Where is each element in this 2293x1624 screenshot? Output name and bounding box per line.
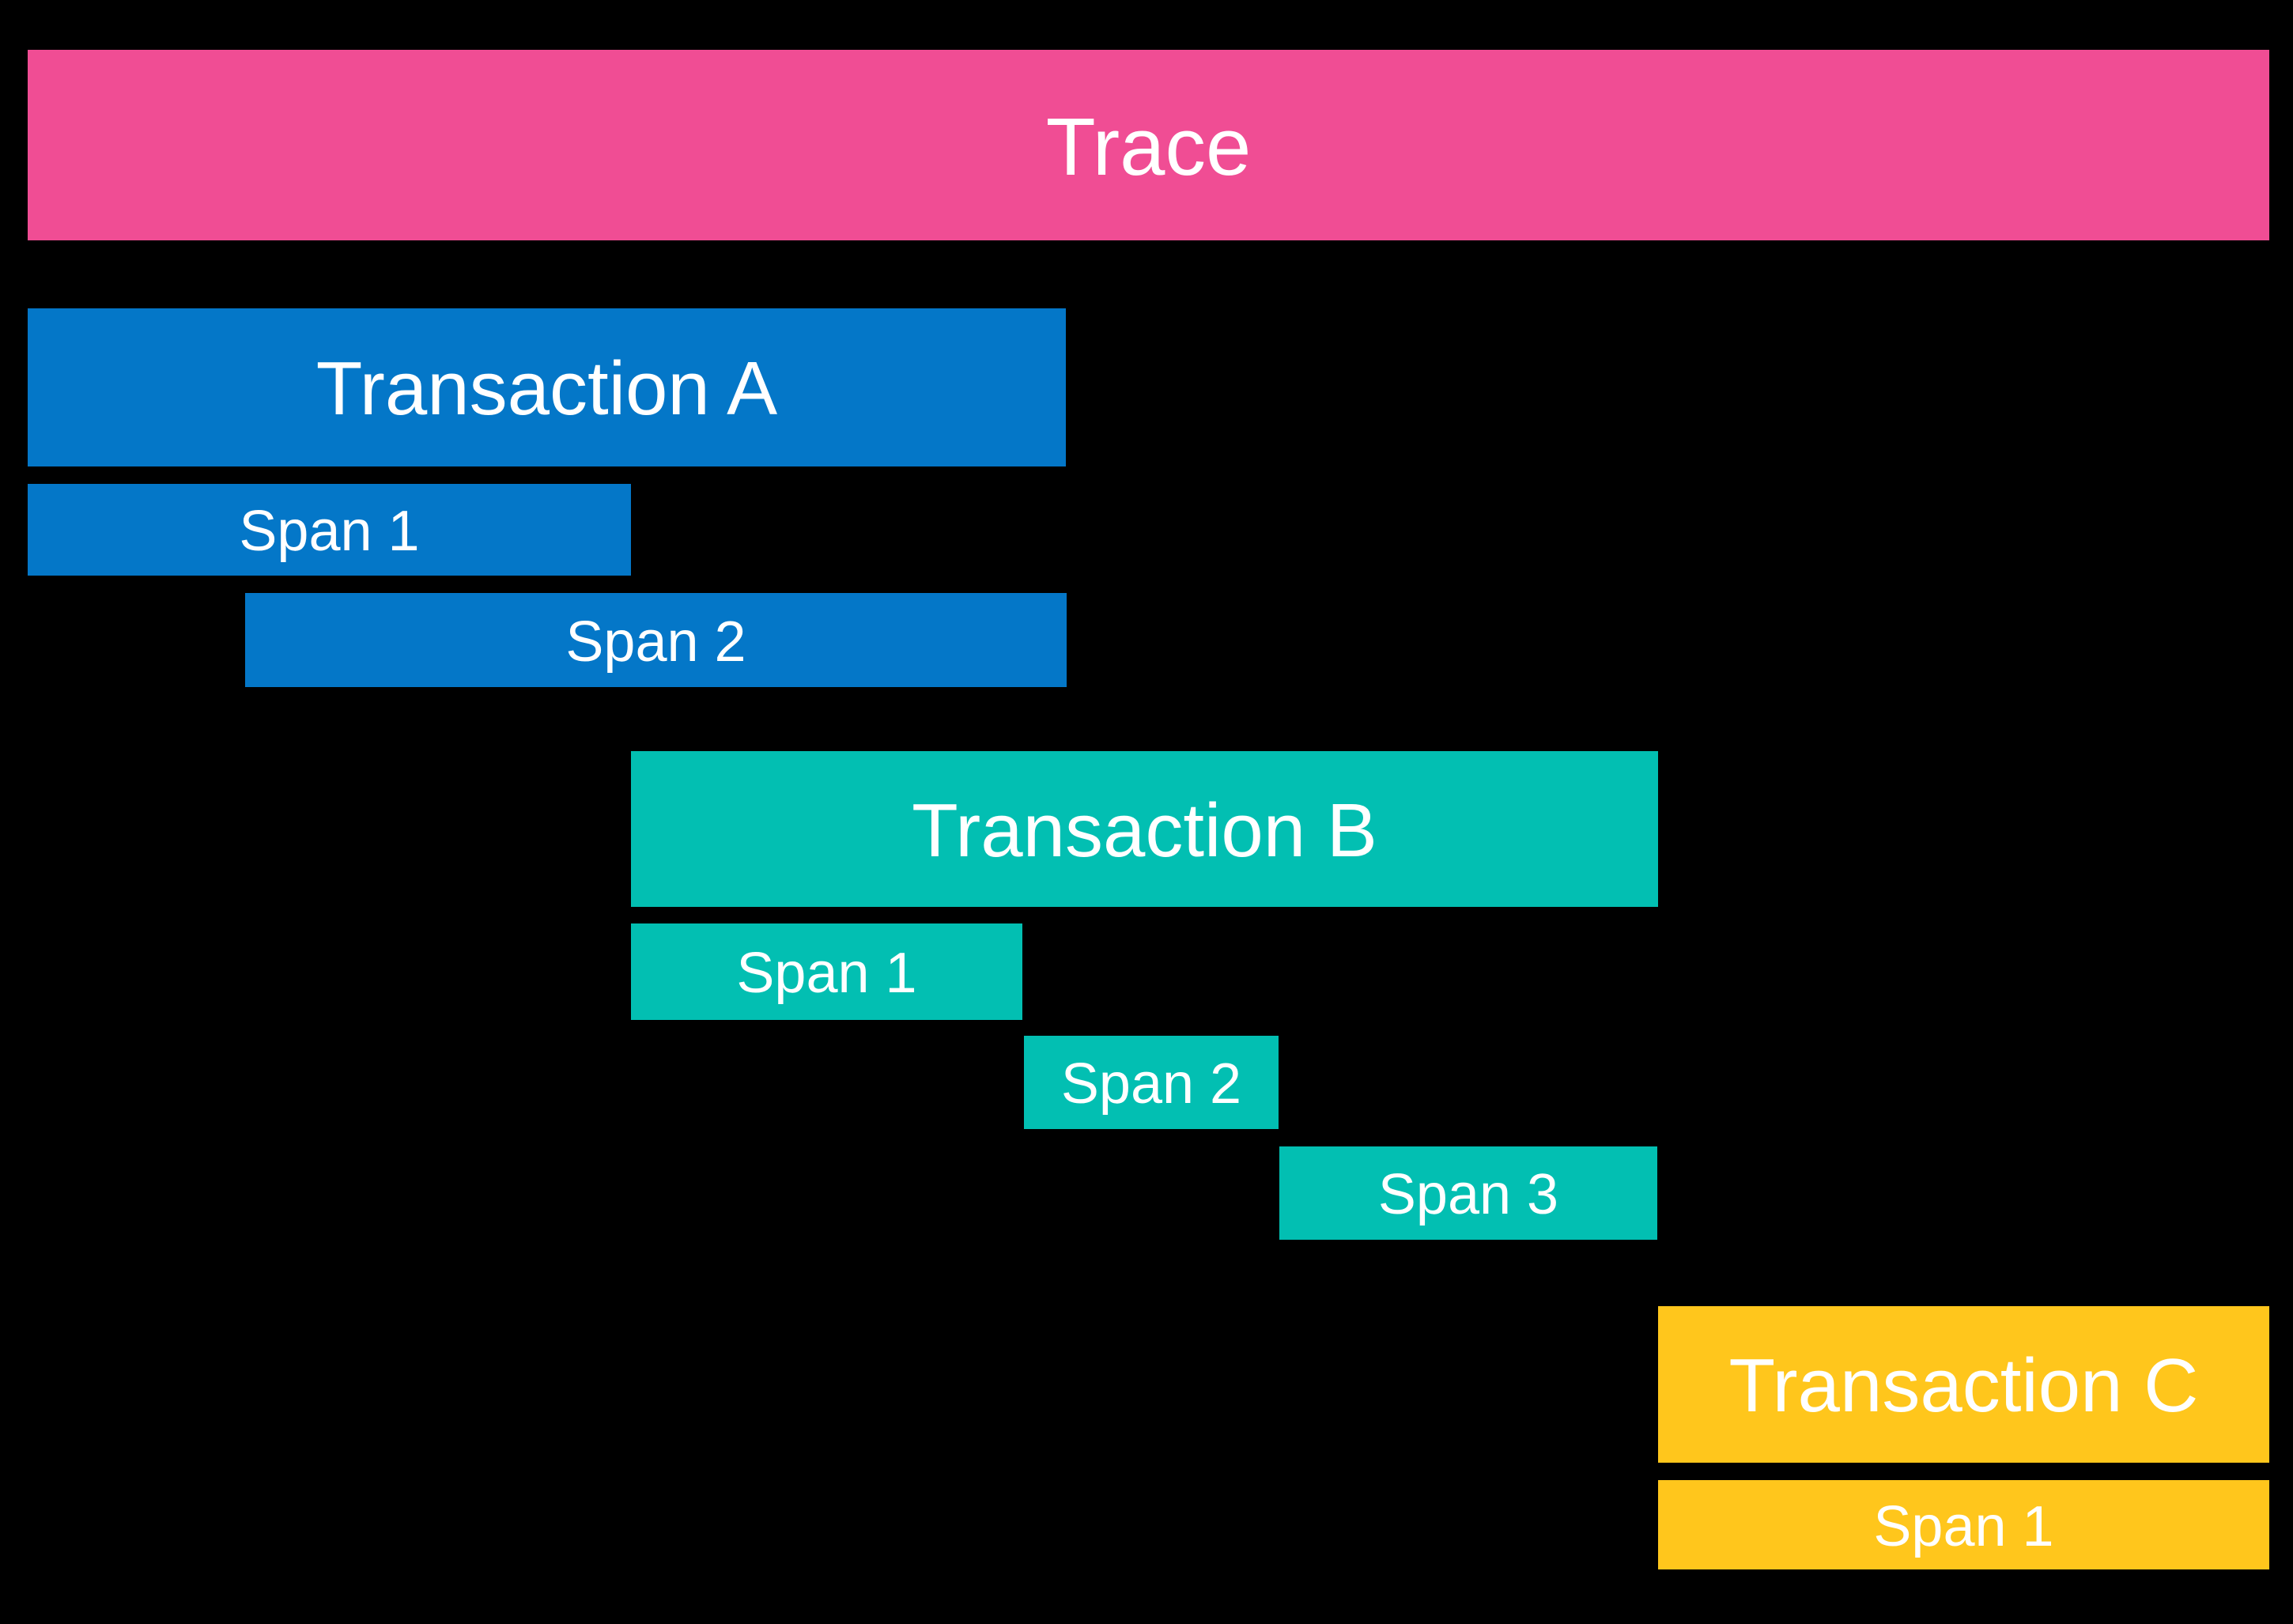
- trace-bar: Trace: [28, 50, 2269, 240]
- transaction-a-span-2-bar: Span 2: [245, 593, 1067, 687]
- transaction-b-bar: Transaction B: [631, 751, 1658, 907]
- transaction-b-span-3-label: Span 3: [1377, 1163, 1559, 1226]
- transaction-a-span-1-bar: Span 1: [28, 484, 631, 576]
- transaction-a-span-1-label: Span 1: [239, 500, 420, 563]
- transaction-a-bar: Transaction A: [28, 308, 1066, 466]
- transaction-a-span-2-label: Span 2: [565, 610, 746, 674]
- transaction-c-label: Transaction C: [1728, 1343, 2199, 1428]
- transaction-a-label: Transaction A: [315, 346, 778, 431]
- transaction-c-span-1-bar: Span 1: [1658, 1480, 2269, 1569]
- transaction-b-label: Transaction B: [912, 787, 1377, 873]
- transaction-b-span-1-label: Span 1: [736, 942, 917, 1005]
- transaction-b-span-1-bar: Span 1: [631, 923, 1022, 1020]
- trace-label: Trace: [1045, 101, 1252, 192]
- transaction-b-span-2-bar: Span 2: [1024, 1036, 1279, 1129]
- transaction-b-span-3-bar: Span 3: [1279, 1146, 1657, 1240]
- transaction-b-span-2-label: Span 2: [1060, 1052, 1242, 1116]
- transaction-c-bar: Transaction C: [1658, 1306, 2269, 1463]
- transaction-c-span-1-label: Span 1: [1873, 1494, 2054, 1558]
